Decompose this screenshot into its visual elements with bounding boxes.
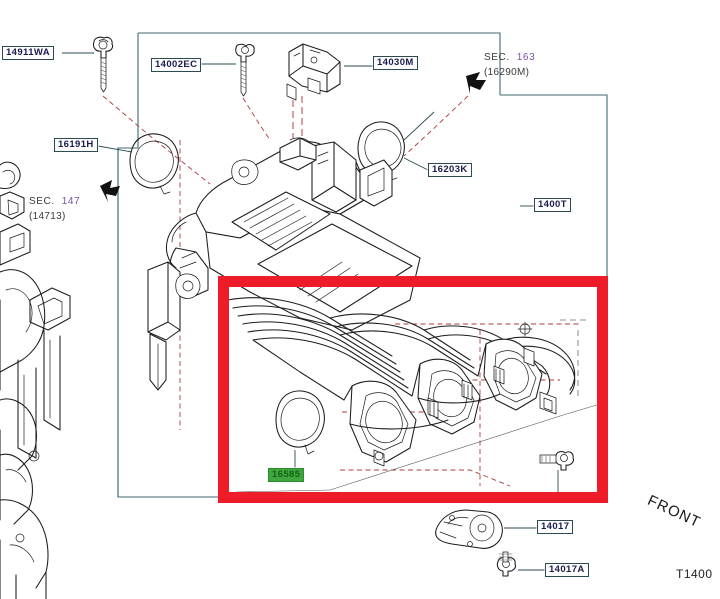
bolt-inside-highlight [539, 451, 574, 494]
section-ref-163-part: (16290M) [484, 67, 530, 78]
part-label-14017a[interactable]: 14017A [545, 563, 589, 577]
sheet-code-label: T1400 [676, 567, 713, 581]
part-label-16191h[interactable]: 16191H [54, 138, 98, 152]
intake-manifold-upper [147, 137, 421, 391]
sensor-14030m [286, 43, 373, 101]
projection-lines [235, 319, 601, 493]
part-label-14002ec[interactable]: 14002EC [151, 58, 202, 72]
part-label-14017[interactable]: 14017 [537, 520, 574, 534]
part-label-14030m[interactable]: 14030M [373, 56, 418, 70]
gasket-16585 [275, 390, 325, 468]
intake-manifold-runners [227, 297, 576, 467]
bolt-14911wa [62, 36, 114, 93]
frame-boxes [117, 32, 608, 498]
part-label-14911wa[interactable]: 14911WA [2, 46, 54, 60]
sec-147-arrow [100, 180, 120, 202]
gasket-16191h [97, 133, 179, 195]
section-ref-163-word: SEC. [484, 52, 510, 63]
section-ref-163[interactable]: SEC. 163 (16290M) [484, 50, 535, 80]
part-label-16585-highlighted[interactable]: 16585 [268, 468, 305, 482]
engine-block-fragment [0, 161, 71, 599]
section-ref-163-number: 163 [516, 52, 536, 63]
part-label-1400t[interactable]: 1400T [534, 198, 571, 212]
section-ref-147-part: (14713) [29, 211, 66, 222]
sec-163-arrow [466, 72, 486, 94]
bolt-14002ec [215, 43, 255, 97]
section-ref-147-number: 147 [61, 196, 81, 207]
part-label-16203k[interactable]: 16203K [428, 163, 472, 177]
bolt-14017a [496, 551, 545, 577]
section-ref-147-word: SEC. [29, 196, 55, 207]
section-ref-147[interactable]: SEC. 147 (14713) [29, 194, 80, 224]
bracket-14017 [435, 509, 537, 549]
